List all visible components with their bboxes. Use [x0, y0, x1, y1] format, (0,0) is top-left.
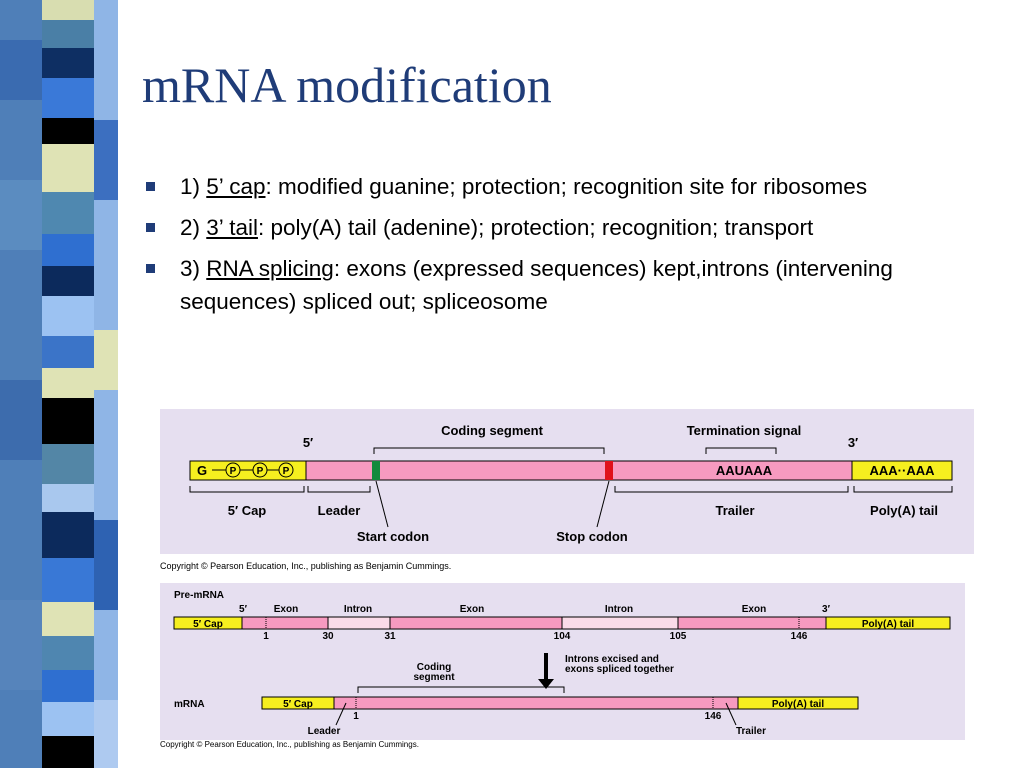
leader-label: Leader — [318, 503, 361, 518]
slide-title: mRNA modification — [142, 57, 552, 113]
poly-a-region — [851, 460, 953, 481]
num-146: 146 — [791, 631, 808, 642]
aauaaa-label: AAUAAA — [716, 463, 773, 478]
trailer-label: Trailer — [715, 503, 754, 518]
num-31: 31 — [384, 631, 396, 642]
pre-poly-a-box — [825, 616, 951, 630]
guanine-g: G — [197, 463, 207, 478]
splicing-figure: Pre-mRNA 5′ 3′ Exon Intron Exon Intron E… — [160, 583, 965, 740]
bullet-marker — [146, 223, 155, 232]
three-prime-label: 3′ — [848, 435, 858, 450]
bullet-item-5-cap: 1) 5’ cap: modified guanine; protection;… — [140, 170, 1005, 203]
copyright-1: Copyright © Pearson Education, Inc., pub… — [160, 561, 452, 571]
termination-signal-label: Termination signal — [687, 423, 802, 438]
bullet-item-3-tail: 2) 3’ tail: poly(A) tail (adenine); prot… — [140, 211, 1005, 244]
pre-five-prime: 5′ — [239, 604, 248, 615]
copyright-2: Copyright © Pearson Education, Inc., pub… — [160, 740, 419, 749]
pre-three-prime: 3′ — [822, 604, 831, 615]
num-104: 104 — [554, 631, 571, 642]
phosphate-1: P — [230, 466, 237, 477]
intron-2-label: Intron — [605, 604, 633, 615]
poly-a-tail-label: Poly(A) tail — [870, 503, 938, 518]
start-codon-label: Start codon — [357, 529, 429, 544]
five-prime-label: 5′ — [303, 435, 313, 450]
exon-1-label: Exon — [274, 604, 298, 615]
phosphate-3: P — [283, 466, 290, 477]
intron-1-label: Intron — [344, 604, 372, 615]
term-5-cap: 5’ cap — [206, 174, 266, 199]
mrna-structure-diagram: 5′ 3′ Coding segment Termination signal … — [160, 409, 974, 554]
mrna-leader-label: Leader — [308, 726, 341, 737]
num-1: 1 — [263, 631, 269, 642]
bullet-marker — [146, 264, 155, 273]
bullet-marker — [146, 182, 155, 191]
mrna-cap-text: 5′ Cap — [283, 699, 313, 710]
pre-poly-a-text: Poly(A) tail — [862, 619, 914, 630]
bullet-item-rna-splicing: 3) RNA splicing: exons (expressed sequen… — [140, 252, 1005, 318]
num-105: 105 — [670, 631, 687, 642]
num-30: 30 — [322, 631, 334, 642]
stop-codon-mark — [605, 461, 613, 480]
start-codon-mark — [372, 461, 380, 480]
cap-label: 5′ Cap — [228, 503, 267, 518]
splicing-diagram: Pre-mRNA 5′ 3′ Exon Intron Exon Intron E… — [160, 583, 965, 740]
stop-codon-label: Stop codon — [556, 529, 628, 544]
term-rna-splicing: RNA splicing — [206, 256, 334, 281]
pre-mrna-label: Pre-mRNA — [174, 590, 224, 601]
decorative-stripe — [0, 0, 118, 768]
mrna-structure-figure: 5′ 3′ Coding segment Termination signal … — [160, 409, 974, 554]
mrna-num-146: 146 — [705, 711, 722, 722]
exon-3-label: Exon — [742, 604, 766, 615]
coding-segment-label: Coding segment — [441, 423, 544, 438]
term-3-tail: 3’ tail — [206, 215, 258, 240]
pre-cap-text: 5′ Cap — [193, 619, 223, 630]
bullet-list: 1) 5’ cap: modified guanine; protection;… — [140, 170, 1005, 326]
mrna-poly-a-text: Poly(A) tail — [772, 699, 824, 710]
mrna-label: mRNA — [174, 699, 205, 710]
exon-2-label: Exon — [460, 604, 484, 615]
mrna-strand — [333, 696, 739, 710]
mrna-num-1: 1 — [353, 711, 359, 722]
poly-a-sequence: AAA··AAA — [870, 463, 936, 478]
mrna-poly-a-box — [737, 696, 859, 710]
mrna-trailer-label: Trailer — [736, 726, 766, 737]
phosphate-2: P — [257, 466, 264, 477]
